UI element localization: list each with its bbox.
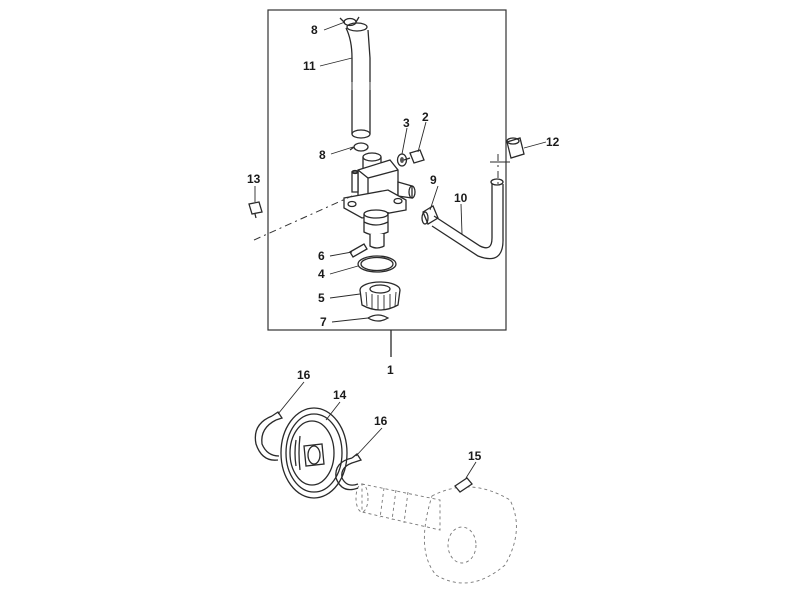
strainer-cup — [359, 281, 401, 311]
part-label-16-left: 16 — [297, 368, 311, 382]
mounting-bolt — [248, 201, 263, 219]
hose-clamp-lower — [349, 142, 369, 152]
part-label-1: 1 — [387, 363, 394, 377]
circlip-right — [335, 453, 363, 491]
part-label-15: 15 — [468, 449, 482, 463]
part-label-7: 7 — [320, 315, 327, 329]
fuel-hose-elbow — [431, 178, 504, 260]
part-label-5: 5 — [318, 291, 325, 305]
retaining-clip — [367, 314, 390, 322]
part-label-6: 6 — [318, 249, 325, 263]
part-label-9: 9 — [430, 173, 437, 187]
woodruff-key — [454, 477, 473, 493]
part-label-16-right: 16 — [374, 414, 388, 428]
part-label-10: 10 — [454, 191, 468, 205]
fuel-cock-body — [343, 152, 416, 249]
circlip-left — [254, 411, 284, 461]
pin — [349, 243, 368, 258]
part-label-8-lower: 8 — [319, 148, 326, 162]
fuel-hose-upper — [345, 22, 371, 139]
screw — [403, 149, 425, 164]
part-label-13: 13 — [247, 172, 261, 186]
crankshaft-outline — [355, 483, 517, 584]
drive-pulley — [280, 407, 348, 499]
o-ring — [357, 255, 397, 273]
part-label-4: 4 — [318, 267, 325, 281]
centerline-bolt — [253, 195, 353, 241]
part-label-3: 3 — [403, 116, 410, 130]
part-label-11: 11 — [303, 59, 316, 73]
part-label-2: 2 — [422, 110, 429, 124]
part-label-8-top: 8 — [311, 23, 318, 37]
part-label-14: 14 — [333, 388, 347, 402]
assembly-boundary-box — [267, 9, 507, 331]
hose-end-cap — [506, 137, 525, 159]
part-label-12: 12 — [546, 135, 560, 149]
leader-lines — [254, 21, 547, 479]
